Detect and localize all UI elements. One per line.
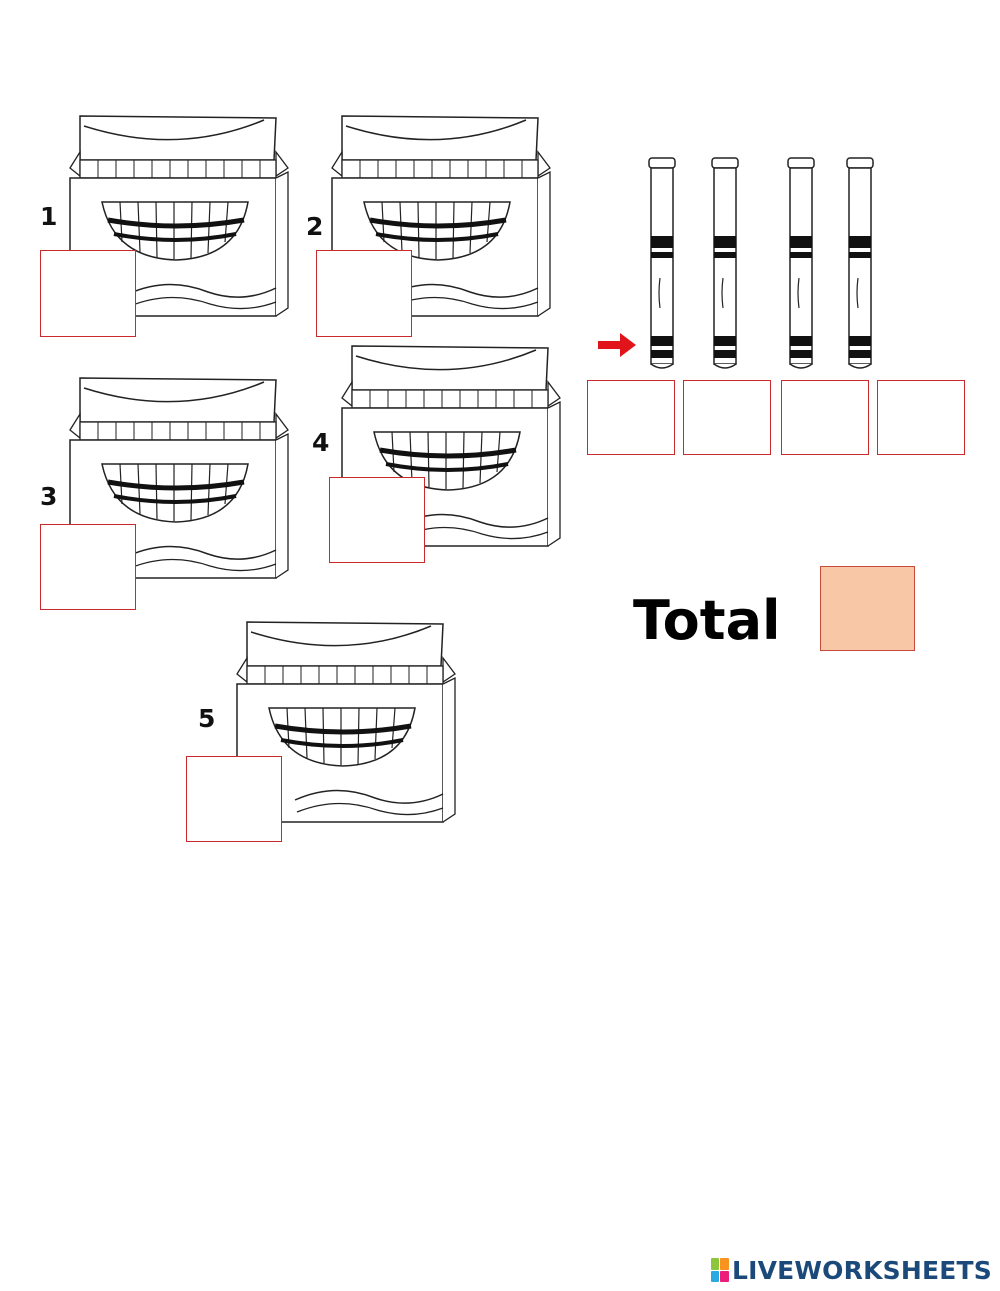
- box-number-3: 3: [40, 482, 58, 511]
- marker-answer-box-1[interactable]: [587, 380, 675, 455]
- marker-answer-box-2[interactable]: [683, 380, 771, 455]
- marker-3: [787, 157, 815, 369]
- answer-box-3[interactable]: [40, 524, 136, 610]
- marker-answer-box-3[interactable]: [781, 380, 869, 455]
- answer-box-1[interactable]: [40, 250, 136, 337]
- total-answer-box[interactable]: [820, 566, 915, 651]
- box-number-1: 1: [40, 202, 58, 231]
- marker-4: [846, 157, 874, 369]
- marker-answer-box-4[interactable]: [877, 380, 965, 455]
- box-number-2: 2: [306, 212, 324, 241]
- liveworksheets-logo: LIVEWORKSHEETS: [710, 1255, 992, 1285]
- liveworksheets-logo-icon: [710, 1258, 729, 1282]
- marker-2: [711, 157, 739, 369]
- box-number-5: 5: [198, 704, 216, 733]
- answer-box-2[interactable]: [316, 250, 412, 337]
- brand-text: LIVEWORKSHEETS: [731, 1255, 992, 1285]
- box-number-4: 4: [312, 428, 330, 457]
- total-label: Total: [633, 589, 781, 652]
- answer-box-4[interactable]: [329, 477, 425, 563]
- arrow-right-icon: [598, 333, 636, 357]
- marker-1: [648, 157, 676, 369]
- answer-box-5[interactable]: [186, 756, 282, 842]
